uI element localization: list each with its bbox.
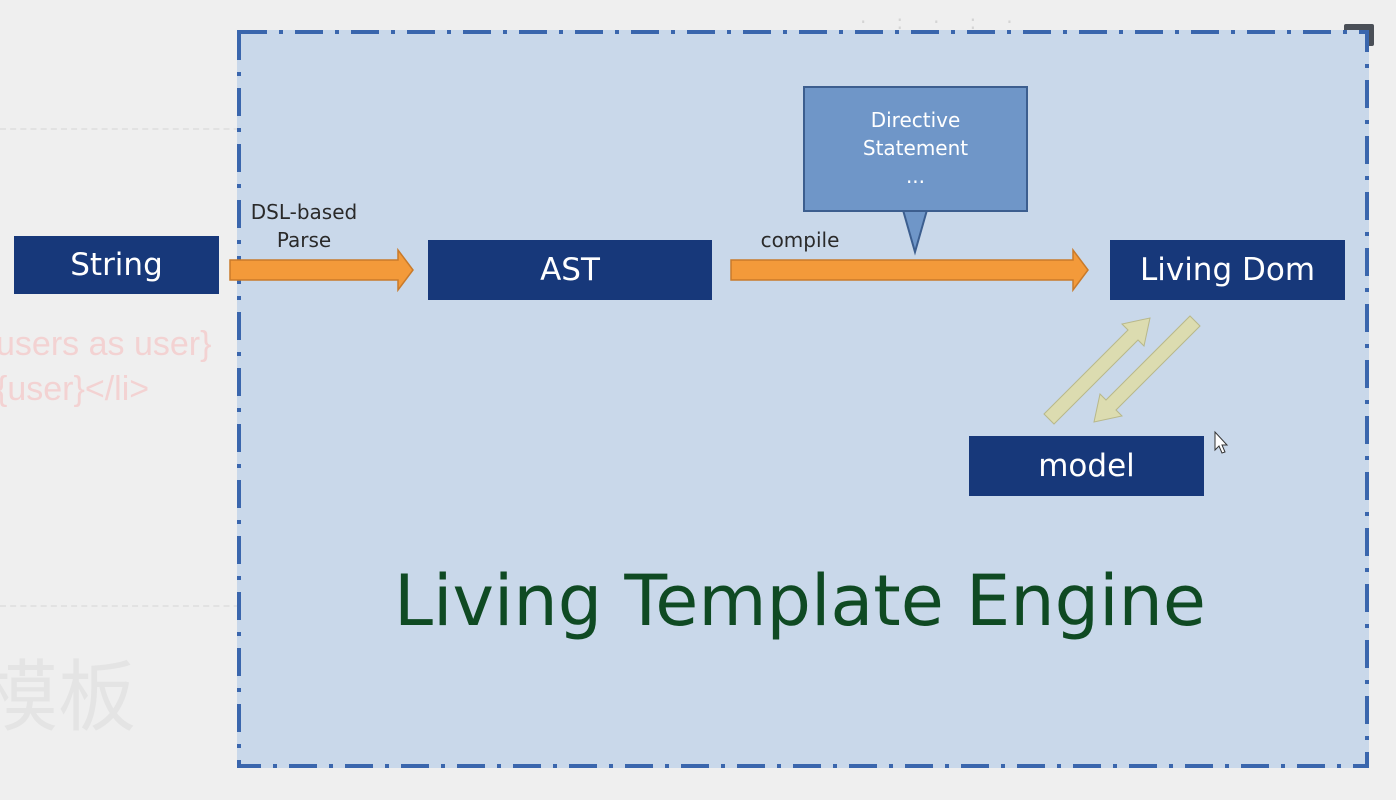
parse-label-line: DSL-based <box>250 200 358 224</box>
node-model: model <box>969 436 1204 496</box>
sync-arrow-down <box>1093 315 1201 423</box>
node-ast: AST <box>428 240 712 300</box>
directive-callout: Directive Statement ... <box>803 86 1028 212</box>
callout-line: ... <box>905 164 926 188</box>
compile-arrow <box>730 247 1089 293</box>
callout-line: Statement <box>862 136 969 160</box>
background-divider <box>0 605 260 607</box>
node-string: String <box>14 236 219 294</box>
parse-arrow <box>229 247 414 293</box>
background-divider <box>0 128 260 130</box>
engine-title: Living Template Engine <box>394 560 1206 642</box>
callout-line: Directive <box>870 108 961 132</box>
compile-label: compile <box>760 228 840 252</box>
background-code-line: {user}</li> <box>0 370 150 408</box>
cursor-icon <box>1214 430 1229 454</box>
background-code-line: users as user} <box>0 325 212 363</box>
parse-label-line: Parse <box>276 228 332 252</box>
parse-label: DSL-based Parse <box>236 198 372 254</box>
sync-arrow-up <box>1043 317 1151 425</box>
background-heading: 模板 <box>0 653 137 743</box>
node-living-dom: Living Dom <box>1110 240 1345 300</box>
